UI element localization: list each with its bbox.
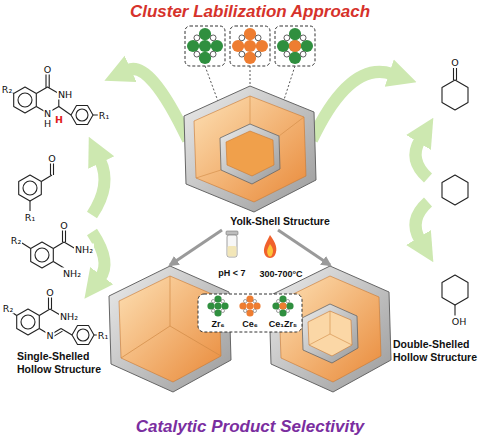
yolk-shell-structure-outline	[180, 84, 320, 214]
atom-label: R₁	[24, 212, 36, 223]
heating-flame	[264, 235, 276, 258]
cluster-label: Ce₁Zr₅	[269, 319, 297, 329]
structure-label: Single-Shelled Hollow Structure	[17, 350, 112, 376]
atom-label: R₁	[97, 330, 109, 341]
double-shell-structure-outline	[265, 264, 395, 394]
atom-label: O	[59, 220, 68, 231]
atom-label: NH	[57, 88, 73, 99]
atom-label: O	[450, 57, 459, 68]
condition-label: pH < 7	[218, 269, 245, 278]
single-shell-structure-outline	[105, 264, 235, 394]
green-reaction-arrows	[92, 69, 428, 278]
figure-caption: Catalytic Product Selectivity	[0, 417, 500, 437]
atom-label: H	[43, 118, 52, 129]
structure-label: Double-Shelled Hollow Structure	[393, 338, 478, 364]
atom-label: H	[54, 114, 64, 125]
atom-label: N	[45, 330, 54, 341]
chemical-structures	[9, 68, 468, 345]
structure-label: Yolk-Shell Structure	[225, 215, 335, 228]
atom-label: O	[43, 64, 52, 75]
atom-label: R₂	[10, 235, 22, 246]
atom-label: OH	[451, 316, 468, 327]
figure-title: Cluster Labilization Approach	[0, 2, 500, 22]
atom-label: NH₂	[74, 244, 94, 255]
process-arrow	[278, 230, 330, 265]
process-arrow	[170, 230, 222, 265]
atom-label: R₂	[1, 84, 13, 95]
double-shell-structure: Double-Shelled Hollow Structure	[265, 264, 395, 394]
single-shell-structure: Single-Shelled Hollow Structure	[105, 264, 235, 394]
cluster-label: Zr₆	[211, 319, 224, 329]
atom-label: NH₂	[59, 311, 79, 322]
atom-label: O	[47, 153, 56, 164]
acid-vial	[226, 231, 238, 257]
atom-label: NH₂	[62, 268, 82, 279]
condition-label: 300-700°C	[259, 270, 302, 279]
yolk-shell-structure: Yolk-Shell Structure	[180, 84, 320, 230]
atom-label: R₁	[98, 110, 110, 121]
atom-label: R₂	[2, 303, 14, 314]
atom-label: O	[45, 287, 54, 298]
cluster-label: Ce₆	[242, 319, 258, 329]
